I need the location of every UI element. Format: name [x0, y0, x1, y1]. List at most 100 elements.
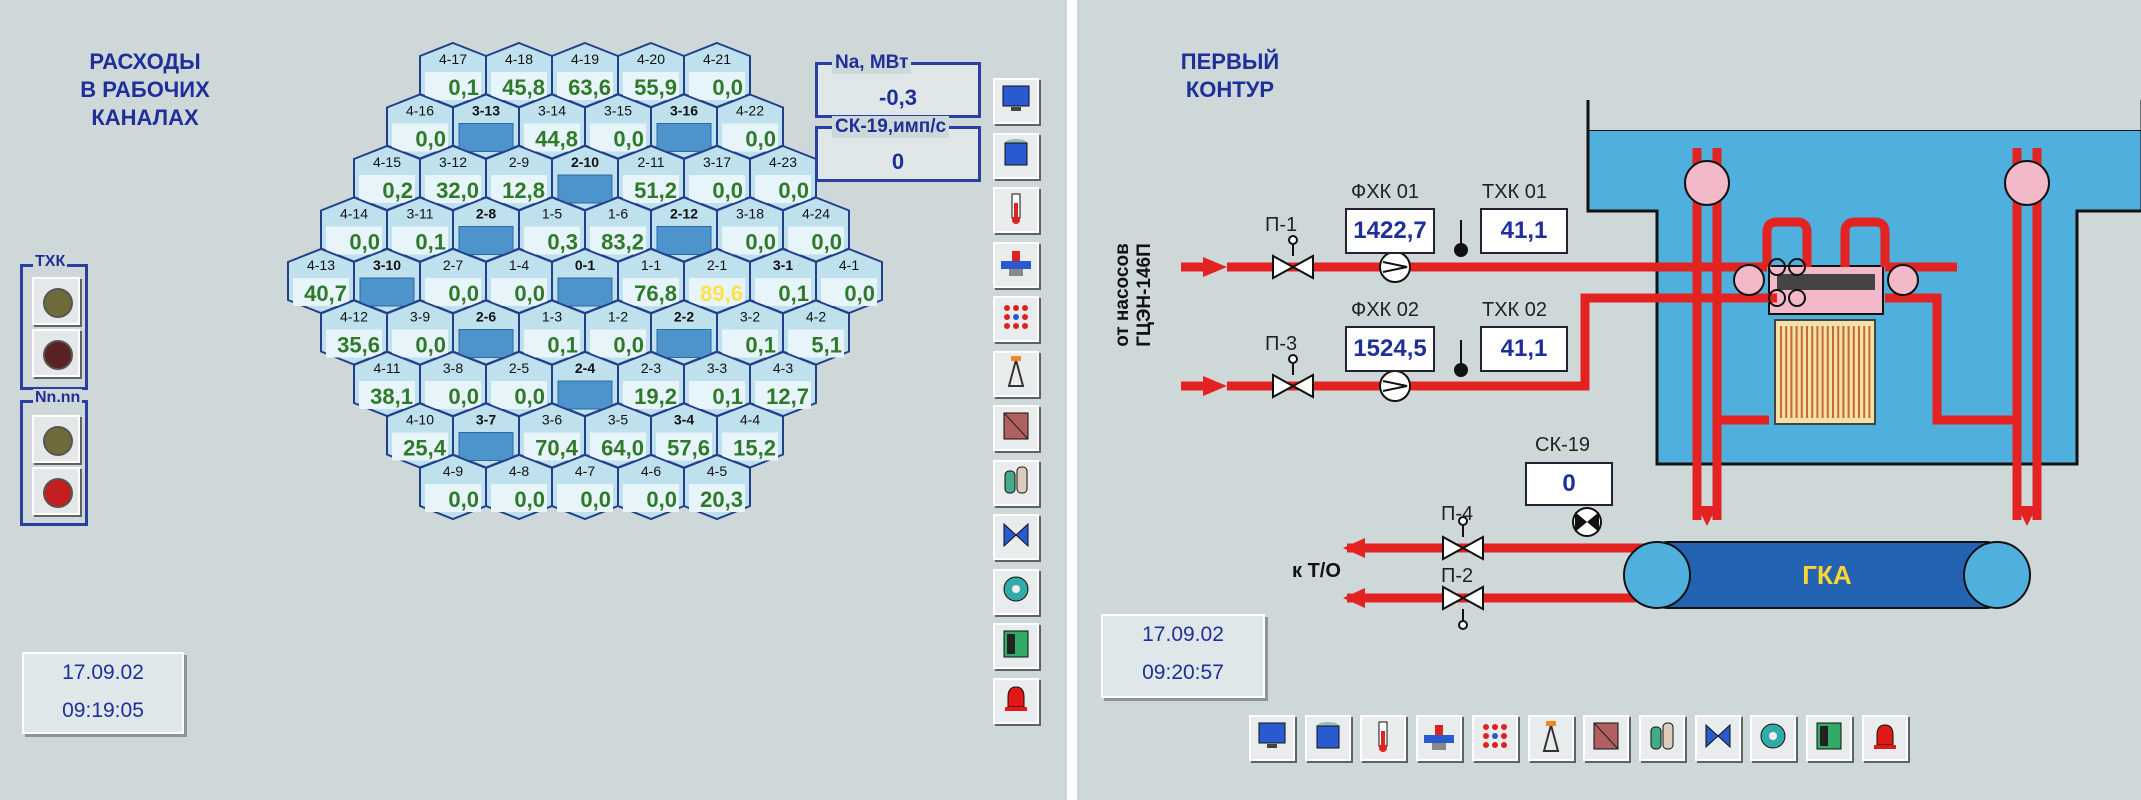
channel-cell-4-14[interactable]: 4-140,0	[320, 196, 388, 263]
pipe-loop	[1762, 217, 1812, 267]
channel-cell-4-16[interactable]: 4-160,0	[386, 93, 454, 160]
tower-button[interactable]	[1527, 715, 1574, 761]
channel-cell-3-17[interactable]: 3-170,0	[683, 144, 751, 212]
channel-cell-3-11[interactable]: 3-110,1	[386, 196, 454, 263]
channel-cell-4-21[interactable]: 4-210,0	[683, 41, 751, 109]
channel-cell-3-9[interactable]: 3-90,0	[386, 299, 454, 366]
valve-p4[interactable]	[1442, 535, 1484, 561]
thermometer-button[interactable]	[993, 187, 1039, 233]
cabinet-button[interactable]	[1806, 715, 1852, 761]
heater-button[interactable]	[1583, 715, 1630, 761]
channel-cell-2-4[interactable]: 2-4	[551, 350, 619, 418]
value-field	[689, 484, 745, 512]
separator-button[interactable]	[993, 459, 1039, 506]
channel-cell-4-6[interactable]: 4-60,0	[617, 453, 685, 521]
dot-matrix-button[interactable]	[993, 296, 1039, 342]
thk-lamp-2[interactable]	[32, 329, 80, 377]
monitor-button[interactable]	[993, 78, 1039, 124]
channel-cell-4-5[interactable]: 4-520,3	[683, 453, 751, 521]
channel-cell-0-1[interactable]: 0-1	[551, 247, 619, 315]
channel-cell-3-16[interactable]: 3-16	[650, 93, 718, 160]
cell-label: 4-10	[406, 412, 434, 428]
flow-arrows	[1203, 257, 2037, 608]
valve-p1-label: П-1	[1265, 214, 1298, 236]
thermometer-button[interactable]	[1360, 715, 1407, 761]
butterfly-valve-button[interactable]	[993, 514, 1039, 560]
channel-cell-3-8[interactable]: 3-80,0	[419, 350, 487, 418]
channel-cell-3-18[interactable]: 3-180,0	[716, 196, 784, 263]
channel-cell-1-4[interactable]: 1-40,0	[485, 247, 553, 315]
channel-cell-3-7[interactable]: 3-7	[452, 402, 520, 469]
cabinet-button[interactable]	[993, 623, 1039, 669]
value-field	[755, 278, 811, 306]
valve-p2[interactable]	[1442, 585, 1484, 611]
butterfly-valve-button[interactable]	[1694, 715, 1741, 761]
flow-value: 0,0	[514, 384, 545, 409]
source-line-2: ГЦЭН-146П	[1134, 243, 1155, 347]
dot-matrix-button[interactable]	[1471, 715, 1518, 761]
pump-button[interactable]	[993, 568, 1039, 615]
heater-button[interactable]	[993, 405, 1039, 451]
alarm-bell-button[interactable]	[1861, 715, 1908, 761]
channel-cell-4-15[interactable]: 4-150,2	[353, 144, 421, 212]
channel-cell-3-6[interactable]: 3-670,4	[518, 402, 586, 469]
nn-lamp-2[interactable]	[32, 467, 80, 515]
channel-cell-4-9[interactable]: 4-90,0	[419, 453, 487, 521]
pump-button[interactable]	[1750, 715, 1797, 761]
channel-cell-1-3[interactable]: 1-30,1	[518, 299, 586, 366]
tank-button[interactable]	[1304, 715, 1351, 761]
cell-label: 2-5	[509, 360, 529, 376]
channel-cell-4-22[interactable]: 4-220,0	[716, 93, 784, 160]
channel-cell-2-8[interactable]: 2-8	[452, 196, 520, 263]
thk-lamp-1[interactable]	[32, 277, 80, 325]
primary-circuit-panel: ПЕРВЫЙ КОНТУР	[1077, 0, 2141, 800]
channel-cell-2-3[interactable]: 2-319,2	[617, 350, 685, 418]
channel-cell-2-2[interactable]: 2-2	[650, 299, 718, 366]
channel-cell-3-1[interactable]: 3-10,1	[749, 247, 817, 315]
channel-cell-4-24[interactable]: 4-240,0	[782, 196, 850, 263]
channel-cell-3-2[interactable]: 3-20,1	[716, 299, 784, 366]
monitor-button[interactable]	[1249, 715, 1295, 761]
cell-label: 4-15	[373, 154, 401, 170]
thk-lamp-label: ТХК	[33, 253, 68, 271]
separator-button[interactable]	[1638, 715, 1685, 761]
flow-value: 57,6	[667, 436, 710, 461]
valve-p1[interactable]	[1272, 254, 1314, 280]
tower-button[interactable]	[993, 350, 1039, 397]
flow-value: 0,0	[448, 487, 479, 512]
channel-cell-1-6[interactable]: 1-683,2	[584, 196, 652, 263]
datetime-box: 17.09.02 09:20:57	[1101, 614, 1265, 698]
channel-cell-4-3[interactable]: 4-312,7	[749, 350, 817, 418]
channel-cell-2-7[interactable]: 2-70,0	[419, 247, 487, 315]
valve-p3[interactable]	[1272, 373, 1314, 399]
alarm-bell-button[interactable]	[993, 677, 1039, 724]
channel-cell-4-23[interactable]: 4-230,0	[749, 144, 817, 212]
channel-cell-2-1[interactable]: 2-189,6	[683, 247, 751, 315]
channel-cell-3-4[interactable]: 3-457,6	[650, 402, 718, 469]
flow-value: 0,0	[448, 281, 479, 306]
channel-cell-1-1[interactable]: 1-176,8	[617, 247, 685, 315]
channel-cell-3-3[interactable]: 3-30,1	[683, 350, 751, 418]
value-field	[491, 278, 547, 306]
valve-pipe-button[interactable]	[1416, 715, 1463, 761]
channel-cell-4-1[interactable]: 4-10,0	[815, 247, 883, 315]
tank-button[interactable]	[993, 132, 1039, 179]
channel-cell-4-7[interactable]: 4-70,0	[551, 453, 619, 521]
valve-pipe-button[interactable]	[993, 241, 1039, 288]
flow-value: 51,2	[634, 178, 677, 203]
channel-cell-1-5[interactable]: 1-50,3	[518, 196, 586, 263]
channel-cell-4-8[interactable]: 4-80,0	[485, 453, 553, 521]
nn-lamp-1[interactable]	[32, 415, 80, 463]
channel-cell-4-2[interactable]: 4-25,1	[782, 299, 850, 366]
channel-cell-1-2[interactable]: 1-20,0	[584, 299, 652, 366]
channel-cell-3-5[interactable]: 3-564,0	[584, 402, 652, 469]
channel-cell-3-13[interactable]: 3-13	[452, 93, 520, 160]
